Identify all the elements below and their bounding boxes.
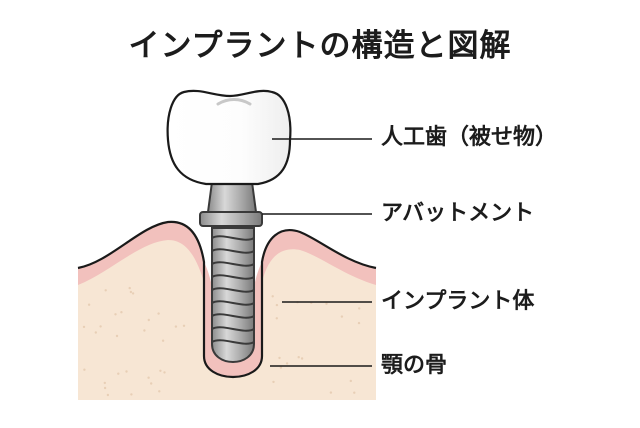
bone-speckle — [357, 321, 361, 325]
bone-speckle — [278, 356, 281, 360]
screw-thread — [211, 326, 255, 332]
bone-speckle — [131, 292, 135, 295]
bone-speckle — [143, 329, 146, 332]
bone-speckle — [129, 290, 133, 294]
bone-speckle — [163, 371, 166, 374]
bone-speckle — [158, 390, 161, 393]
bone-speckle — [174, 325, 178, 328]
bone-speckle — [157, 312, 160, 315]
bone-speckle — [279, 366, 283, 369]
bone-speckle — [130, 393, 133, 396]
bone-speckle — [117, 372, 120, 375]
crown-highlight — [216, 98, 252, 106]
bone-speckle — [358, 307, 361, 310]
bone-speckle — [161, 339, 165, 342]
screw-thread — [211, 235, 255, 241]
bone-speckle — [128, 286, 131, 290]
bone-speckle — [275, 317, 278, 320]
abutment — [199, 181, 263, 227]
bone-speckle — [83, 368, 86, 371]
bone-speckle — [349, 379, 352, 383]
bone-speckle — [94, 331, 98, 334]
screw-thread — [211, 287, 255, 293]
bone-speckle — [114, 313, 117, 316]
gum-tissue — [78, 221, 376, 285]
bone-speckle — [150, 382, 153, 385]
label-implant-fixture: インプラント体 — [381, 289, 535, 314]
bone-speckle — [340, 315, 344, 318]
gum-socket — [204, 262, 262, 377]
bone-speckle — [271, 295, 274, 298]
bone-speckle — [103, 386, 107, 390]
bone-speckle — [99, 325, 102, 328]
screw-thread — [211, 248, 255, 254]
bone-speckle — [353, 391, 356, 394]
label-crown: 人工歯（被せ物） — [381, 125, 558, 150]
screw-threads — [211, 235, 255, 345]
bone-speckle — [285, 362, 289, 365]
screw-thread — [211, 261, 255, 267]
bone-speckle — [182, 324, 186, 327]
screw-thread — [211, 339, 255, 345]
bone-speckle — [104, 289, 107, 292]
bone-speckle — [125, 370, 128, 373]
bone-speckle — [106, 393, 110, 397]
bone-speckle — [82, 325, 86, 329]
bone-speckle — [272, 380, 275, 384]
bone-speckle — [300, 357, 304, 360]
label-abutment: アバットメント — [381, 201, 535, 226]
bone-speckle — [87, 303, 91, 306]
bone-speckle — [103, 381, 107, 385]
bone-speckle — [325, 302, 328, 305]
bone-speckle — [297, 356, 300, 359]
bone-speckle — [159, 369, 162, 372]
label-jawbone: 顎の骨 — [381, 353, 448, 378]
jawbone-area — [78, 221, 376, 400]
gum-outline — [77, 220, 377, 378]
bone-speckle — [147, 376, 150, 379]
screw-thread — [211, 274, 255, 280]
screw-thread — [211, 300, 255, 306]
bone-speckle — [120, 311, 123, 314]
bone-speckle — [115, 334, 119, 338]
crown — [166, 89, 292, 186]
implant-fixture — [211, 227, 255, 363]
screw-thread — [211, 313, 255, 319]
bone-speckle — [329, 391, 333, 394]
bone-speckle — [147, 318, 150, 322]
bone-speckle — [275, 303, 279, 307]
page-title: インプラントの構造と図解 — [128, 28, 512, 64]
bone-texture — [82, 286, 361, 397]
